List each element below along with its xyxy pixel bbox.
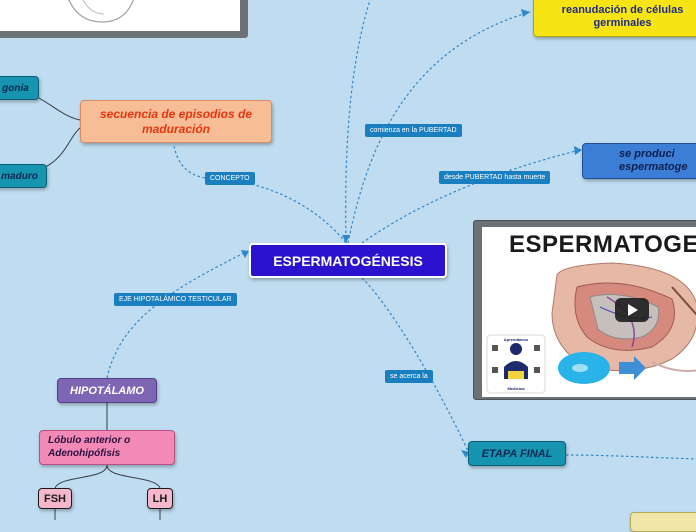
node-maduro[interactable]: maduro (0, 164, 47, 188)
node-hipotalamo[interactable]: HIPOTÁLAMO (57, 378, 157, 403)
video-card[interactable]: ESPERMATOGE Aprendamos Medicina (473, 220, 696, 400)
video-title: ESPERMATOGE (509, 231, 696, 258)
anatomy-illustration (486, 262, 696, 394)
link-label-pubertad: comienza en la PUBERTAD (365, 124, 462, 137)
node-gonia[interactable]: gonia (0, 76, 39, 100)
node-fsh[interactable]: FSH (38, 488, 72, 509)
node-reanudacion[interactable]: reanudación de células germinales (533, 0, 696, 37)
link-label-acerca: se acerca la (385, 370, 433, 383)
link-label-concepto: CONCEPTO (205, 172, 255, 185)
central-topic[interactable]: ESPERMATOGÉNESIS (249, 243, 447, 278)
badge-top-text: Aprendamos (503, 337, 529, 342)
connection-lines (0, 0, 696, 520)
play-icon[interactable] (615, 298, 649, 322)
link-label-eje: EJE HIPOTALÁMICO TESTICULAR (114, 293, 237, 306)
video-thumbnail[interactable]: ESPERMATOGE Aprendamos Medicina (482, 227, 696, 397)
node-etapa-final[interactable]: ETAPA FINAL (468, 441, 566, 466)
node-producir[interactable]: se produci espermatoge (582, 143, 696, 179)
top-image-card (0, 0, 248, 38)
link-label-hasta-muerte: desde PUBERTAD hasta muerte (439, 171, 551, 184)
node-lobulo[interactable]: Lóbulo anterior o Adenohipófisis (39, 430, 175, 465)
badge-bottom-text: Medicina (507, 386, 525, 391)
node-secuencia[interactable]: secuencia de episodios de maduración (80, 100, 272, 143)
node-partial-bottom[interactable] (630, 512, 696, 532)
node-lh[interactable]: LH (147, 488, 173, 509)
